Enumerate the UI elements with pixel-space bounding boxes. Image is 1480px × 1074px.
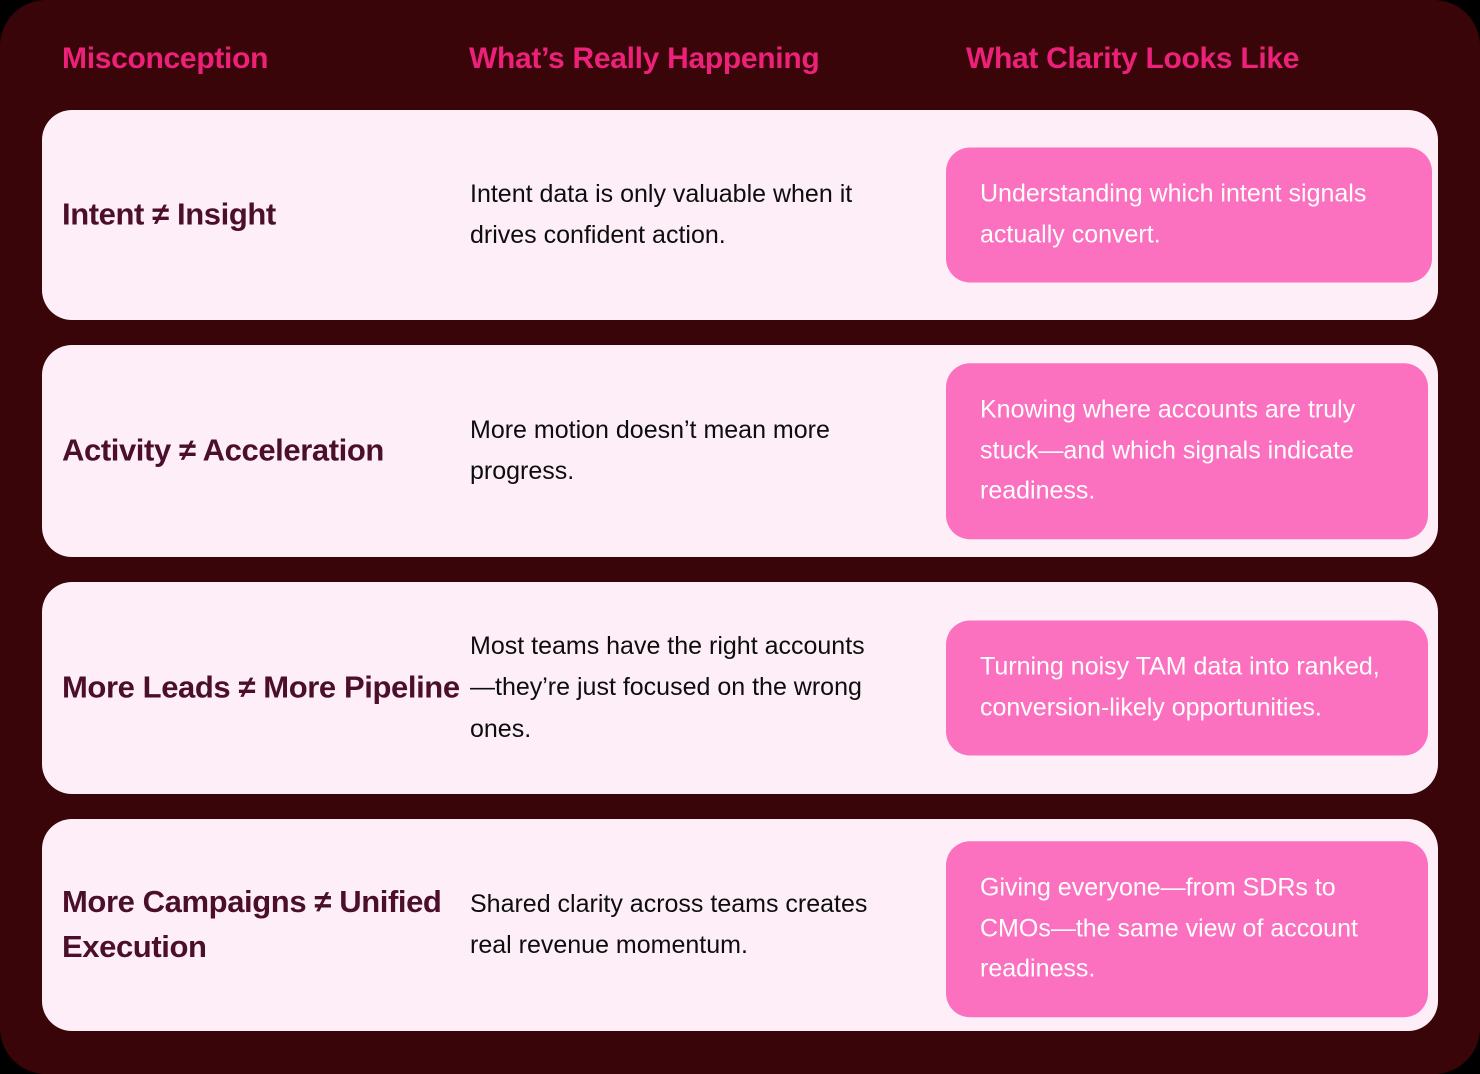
column-header-what-clarity-looks-like: What Clarity Looks Like [966,42,1300,75]
column-headers: Misconception What’s Really Happening Wh… [0,42,1480,90]
table-row: More Campaigns ≠ Unified Execution Share… [42,819,1438,1031]
table-row: More Leads ≠ More Pipeline Most teams ha… [42,582,1438,794]
table-body: Intent ≠ Insight Intent data is only val… [42,110,1438,1031]
whats-really-happening-text: Intent data is only valuable when it dri… [470,179,853,249]
whats-really-happening-text: Most teams have the right accounts—they’… [470,632,865,743]
what-clarity-looks-like-card: Knowing where accounts are truly stuck—a… [946,363,1428,539]
what-clarity-looks-like-card: Giving everyone—from SDRs to CMOs—the sa… [946,841,1428,1017]
whats-really-happening-text: Shared clarity across teams creates real… [470,889,868,959]
misconception-title: More Leads ≠ More Pipeline [62,669,460,705]
misconception-title: Activity ≠ Acceleration [62,432,384,468]
misconception-title: More Campaigns ≠ Unified Execution [62,884,442,964]
column-header-whats-really-happening: What’s Really Happening [469,42,820,75]
misconception-title: Intent ≠ Insight [62,196,276,232]
what-clarity-looks-like-card: Turning noisy TAM data into ranked, conv… [946,620,1428,756]
whats-really-happening-text: More motion doesn’t mean more progress. [470,415,830,485]
what-clarity-looks-like-card: Understanding which intent signals actua… [946,147,1432,283]
table-row: Intent ≠ Insight Intent data is only val… [42,110,1438,320]
column-header-misconception: Misconception [62,42,269,75]
table-row: Activity ≠ Acceleration More motion does… [42,345,1438,557]
